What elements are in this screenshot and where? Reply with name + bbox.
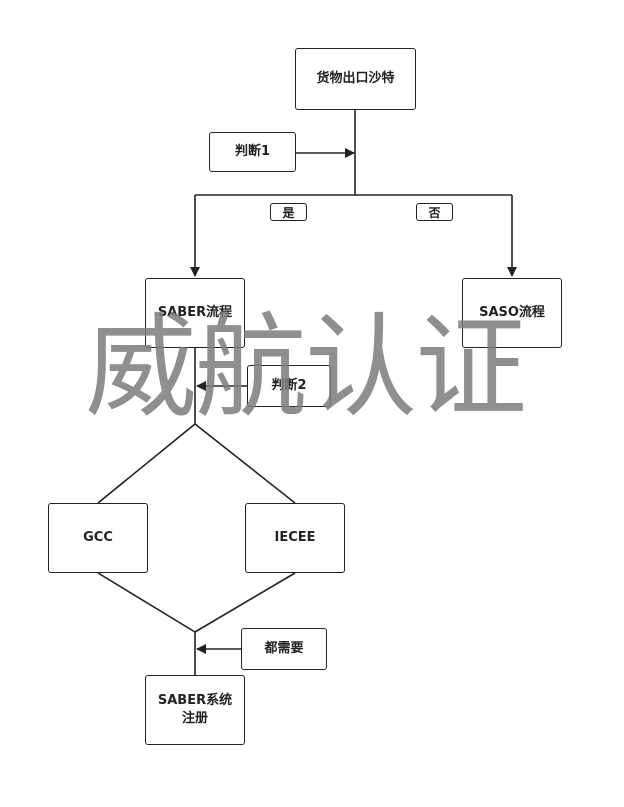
yes-text: 是 <box>282 205 295 220</box>
split-left-line <box>97 423 196 504</box>
gcc-box: GCC <box>48 503 148 573</box>
merge-right-line <box>194 572 296 633</box>
saso-box: SASO流程 <box>462 278 562 348</box>
no-text: 否 <box>428 205 441 220</box>
register-label-line2: 注册 <box>181 711 208 726</box>
gcc-label: GCC <box>83 530 113 546</box>
judge1-label: 判断1 <box>234 144 271 160</box>
yes-label: 是 <box>270 203 307 221</box>
no-label: 否 <box>416 203 453 221</box>
both-label: 都需要 <box>264 641 304 657</box>
iecee-label: IECEE <box>274 530 316 546</box>
merge-left-line <box>97 572 196 633</box>
iecee-box: IECEE <box>245 503 345 573</box>
export-label: 货物出口沙特 <box>316 71 395 87</box>
judge2-box: 判断2 <box>247 365 331 407</box>
register-box: SABER系统 注册 <box>145 675 245 745</box>
split-right-line <box>194 423 296 504</box>
saber-label: SABER流程 <box>157 305 233 321</box>
saso-label: SASO流程 <box>479 305 545 321</box>
saber-box: SABER流程 <box>145 278 245 348</box>
register-label-line1: SABER系统 <box>157 693 233 709</box>
both-box: 都需要 <box>241 628 327 670</box>
export-box: 货物出口沙特 <box>295 48 416 110</box>
judge1-box: 判断1 <box>209 132 296 172</box>
judge2-label: 判断2 <box>271 378 307 394</box>
